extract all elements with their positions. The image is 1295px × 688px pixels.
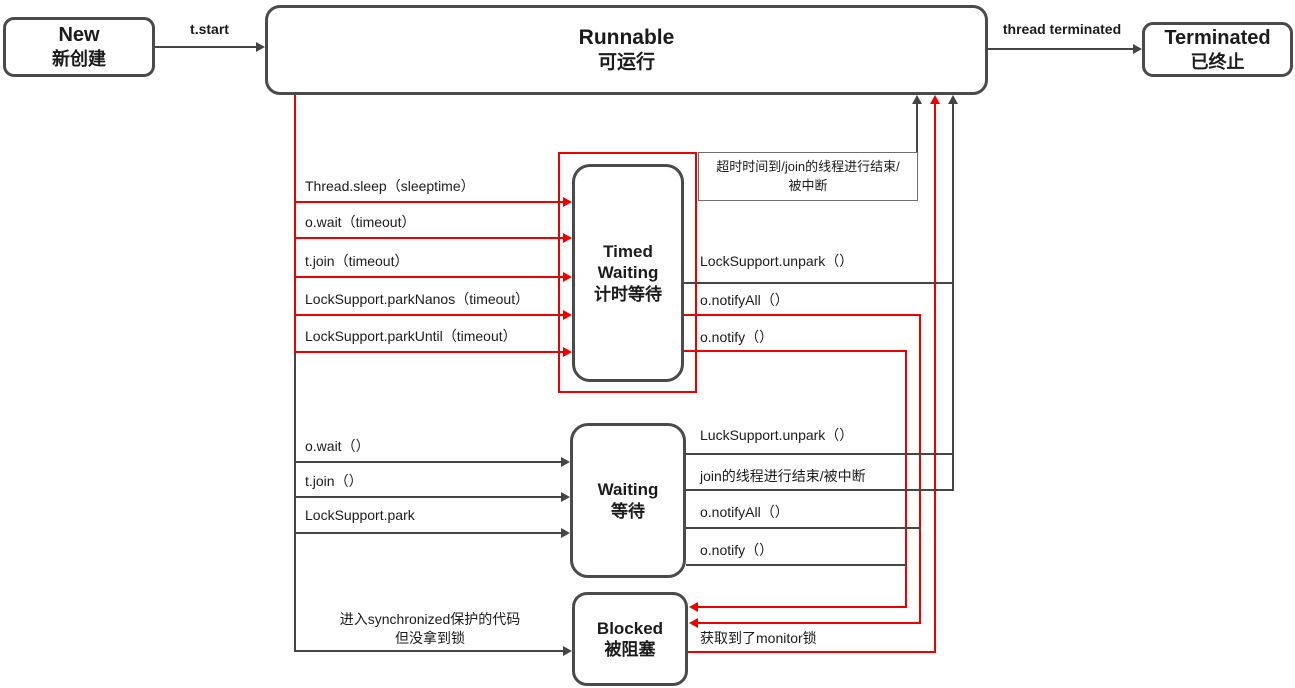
edge-timed-notifyall-line <box>684 314 921 316</box>
edge-label-waiting-notifyall: o.notifyAll（） <box>700 504 789 520</box>
edge-label-thread-terminated: thread terminated <box>1002 21 1122 37</box>
edge-label-owait-timeout: o.wait（timeout） <box>305 214 416 230</box>
edge-parkuntil-line <box>294 351 564 353</box>
arrowhead-into-runnable-icon <box>930 95 940 104</box>
state-timed-waiting-title: Timed Waiting <box>597 242 659 283</box>
state-blocked-subtitle: 被阻塞 <box>604 640 656 659</box>
arrowhead-into-blocked-icon <box>689 602 698 612</box>
trunk-runnable-to-waiting-blocked-line <box>294 353 296 652</box>
edge-waiting-join-end-line <box>686 489 954 491</box>
edge-owait-line <box>294 461 562 463</box>
edge-label-waiting-notify: o.notify（） <box>700 542 774 558</box>
edge-label-monitor: 获取到了monitor锁 <box>700 630 817 646</box>
state-blocked-title: Blocked <box>596 618 664 638</box>
state-new-title: New <box>58 24 100 47</box>
state-waiting-title: Waiting <box>597 480 659 500</box>
edge-label-timed-timeout-box: 超时时间到/join的线程进行结束/ 被中断 <box>698 152 918 201</box>
edge-runnable-to-terminated-line <box>988 48 1134 50</box>
arrowhead-into-waiting-icon <box>561 528 570 538</box>
edge-label-waiting-join-end: join的线程进行结束/被中断 <box>700 468 866 484</box>
edge-label-parkuntil: LockSupport.parkUntil（timeout） <box>305 328 517 344</box>
state-new-subtitle: 新创建 <box>52 49 106 70</box>
edge-label-waiting-unpark: LuckSupport.unpark（） <box>700 427 854 443</box>
edge-label-parknanos: LockSupport.parkNanos（timeout） <box>305 291 530 307</box>
arrowhead-into-timed-icon <box>563 197 572 207</box>
state-runnable-title: Runnable <box>578 26 675 49</box>
arrowhead-into-terminated-icon <box>1133 44 1142 54</box>
edge-owait-timeout-line <box>294 237 564 239</box>
state-timed-waiting: Timed Waiting 计时等待 <box>572 164 684 382</box>
edge-new-to-runnable-line <box>155 46 257 48</box>
edge-waiting-notifyall-line <box>686 527 921 529</box>
state-blocked: Blocked 被阻塞 <box>572 592 688 686</box>
edge-monitor-line <box>688 651 936 653</box>
trunk-runnable-to-timed-line <box>294 95 296 353</box>
edge-waiting-notify-line <box>686 564 907 566</box>
arrowhead-into-waiting-icon <box>561 492 570 502</box>
arrowhead-into-runnable-icon <box>912 95 922 104</box>
arrowhead-into-runnable-icon <box>256 42 265 52</box>
state-terminated-title: Terminated <box>1164 26 1271 49</box>
arrowhead-into-timed-icon <box>563 272 572 282</box>
state-waiting: Waiting 等待 <box>570 423 686 578</box>
state-timed-waiting-subtitle: 计时等待 <box>594 284 662 304</box>
arrowhead-into-timed-icon <box>563 233 572 243</box>
arrowhead-into-blocked-icon <box>563 646 572 656</box>
edge-label-synchronized-line1: 进入synchronized保护的代码 <box>339 611 521 627</box>
edge-tjoin-timeout-line <box>294 276 564 278</box>
edge-notify-into-blocked-line <box>697 606 907 608</box>
edge-waiting-unpark-line <box>686 453 954 455</box>
edge-label-lockpark: LockSupport.park <box>305 507 415 523</box>
timed-waiting-highlight-frame <box>558 152 697 393</box>
state-terminated-subtitle: 已终止 <box>1190 51 1245 72</box>
edge-synchronized-line <box>294 650 564 652</box>
arrowhead-into-blocked-icon <box>689 618 698 628</box>
edge-label-synchronized-line2: 但没拿到锁 <box>395 630 465 646</box>
arrowhead-into-timed-icon <box>563 347 572 357</box>
edge-notifyall-into-blocked-line <box>697 622 921 624</box>
arrowhead-into-waiting-icon <box>561 457 570 467</box>
state-runnable-subtitle: 可运行 <box>597 52 655 74</box>
edge-label-owait: o.wait（） <box>305 438 370 454</box>
edge-label-timed-notify: o.notify（） <box>700 329 774 345</box>
edge-label-timed-unpark: LockSupport.unpark（） <box>700 253 854 269</box>
edge-label-t-start: t.start <box>190 21 229 37</box>
arrowhead-into-runnable-icon <box>948 95 958 104</box>
edge-timed-timeout-vline <box>916 99 918 201</box>
edge-label-timed-notifyall: o.notifyAll（） <box>700 292 789 308</box>
arrowhead-into-timed-icon <box>563 310 572 320</box>
edge-label-tjoin: t.join（） <box>305 473 363 489</box>
edge-label-tjoin-timeout: t.join（timeout） <box>305 253 409 269</box>
state-waiting-subtitle: 等待 <box>611 501 645 521</box>
edge-tjoin-line <box>294 496 562 498</box>
state-new: New 新创建 <box>3 17 155 77</box>
edge-parknanos-line <box>294 314 564 316</box>
edge-notifyall-vline <box>919 314 921 624</box>
edge-label-thread-sleep: Thread.sleep（sleeptime） <box>305 178 475 194</box>
edge-timed-notify-line <box>684 350 907 352</box>
edge-monitor-vline <box>934 99 936 653</box>
edge-label-timed-timeout-line2: 被中断 <box>788 177 828 193</box>
state-runnable: Runnable 可运行 <box>265 5 988 95</box>
edge-unpark-vline <box>952 99 954 491</box>
state-terminated: Terminated 已终止 <box>1142 22 1293 77</box>
edge-label-synchronized: 进入synchronized保护的代码 但没拿到锁 <box>294 610 566 648</box>
edge-notify-vline <box>905 350 907 608</box>
edge-sleep-line <box>294 201 564 203</box>
edge-lockpark-line <box>294 532 562 534</box>
edge-timed-unpark-line <box>684 282 954 284</box>
edge-label-timed-timeout-line1: 超时时间到/join的线程进行结束/ <box>716 158 900 174</box>
